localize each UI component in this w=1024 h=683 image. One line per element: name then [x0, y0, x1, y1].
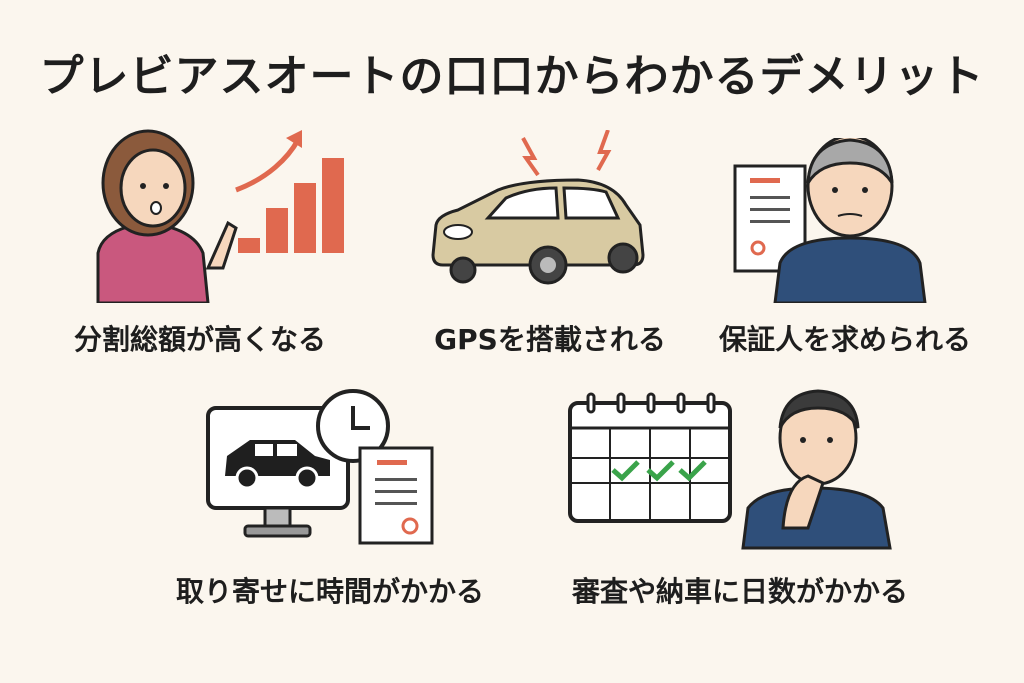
checkmark-icon: [611, 460, 707, 482]
screening-delivery-illustration: [568, 389, 892, 550]
calendar-icon: [568, 392, 732, 523]
car-icon: [431, 178, 645, 285]
car-gps-illustration: [431, 130, 645, 285]
caption-screening-delivery-days: 審査や納車に日数がかかる: [571, 575, 908, 608]
clock-icon: [316, 389, 390, 463]
caption-guarantor-required: 保証人を求められる: [718, 323, 971, 356]
caption-order-takes-time: 取り寄せに時間がかかる: [175, 575, 484, 608]
caption-gps-installed: GPSを搭載される: [434, 323, 666, 356]
elderly-man-avatar: [773, 138, 927, 303]
rising-bars-icon: [235, 130, 344, 253]
woman-avatar: [96, 129, 238, 303]
guarantor-illustration: [733, 138, 927, 303]
document-icon: [358, 446, 434, 545]
thinking-man-avatar: [741, 389, 892, 550]
caption-installment-total: 分割総額が高くなる: [73, 323, 326, 356]
order-delay-illustration: [206, 389, 434, 545]
page-title: プレビアスオートの口口からわかるデメリット: [39, 51, 985, 102]
woman-rising-cost-illustration: [96, 129, 344, 303]
car-silhouette-icon: [225, 440, 330, 490]
alert-spark-icon: [521, 130, 612, 177]
